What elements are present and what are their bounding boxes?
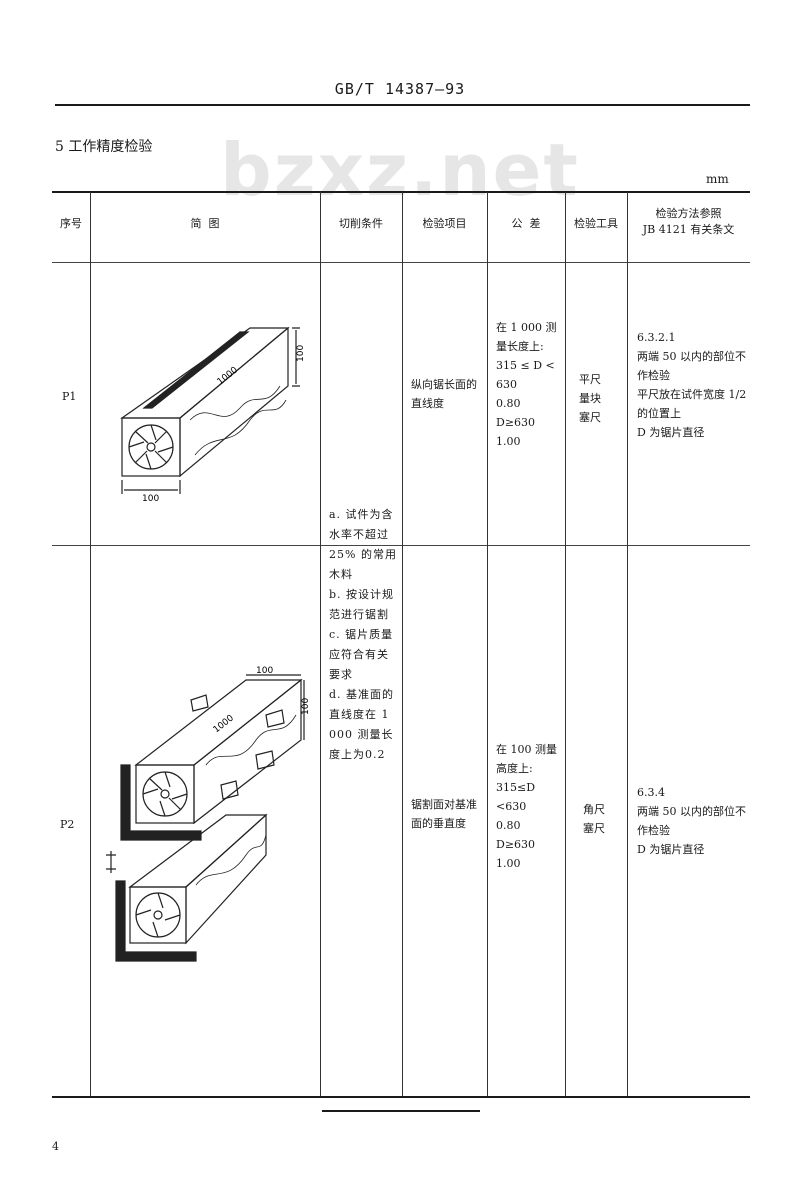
cutting-conditions: a. 试件为含水率不超过 25% 的常用木料 b. 按设计规范进行锯割 c. 锯… — [329, 508, 397, 761]
row-id-p1: P1 — [62, 390, 77, 403]
dim-length-label: 1000 — [212, 713, 236, 735]
standard-code: GB/T 14387—93 — [334, 80, 466, 98]
row-id-p2: P2 — [60, 818, 75, 831]
tolerance-p1: 在 1 000 测量长度上: 315 ≤ D < 630 0.80 D≥630 … — [496, 321, 557, 448]
col-header-check-item: 检验项目 — [422, 217, 467, 230]
diagram-p1: 100 1000 100 — [120, 326, 306, 504]
col-header-diagram: 简 图 — [190, 217, 220, 230]
page-number: 4 — [52, 1140, 59, 1153]
tolerance-p2: 在 100 测量高度上: 315≤D <630 0.80 D≥630 1.00 — [496, 743, 557, 870]
tools-p2: 角尺 塞尺 — [583, 803, 605, 835]
tools-p1: 平尺 量块 塞尺 — [579, 373, 601, 424]
dim-height-label: 100 — [296, 345, 306, 362]
col-divider — [320, 192, 321, 1096]
col-divider — [627, 192, 628, 1096]
footer-rule — [322, 1110, 480, 1112]
dim-length-label: 1000 — [216, 365, 240, 387]
check-item-p1: 纵向锯长面的直线度 — [411, 378, 477, 410]
col-divider — [565, 192, 566, 1096]
col-header-tolerance: 公 差 — [511, 217, 541, 230]
unit-label: mm — [706, 172, 729, 186]
method-p1: 6.3.2.1 两端 50 以内的部位不作检验 平尺放在试件宽度 1/2 的位置… — [637, 331, 747, 439]
diagram-p2: 100 100 1000 — [106, 666, 311, 962]
col-divider — [487, 192, 488, 1096]
table-bottom-rule — [52, 1096, 750, 1098]
col-header-index: 序号 — [60, 217, 82, 230]
col-divider — [90, 192, 91, 1096]
col-header-method: 检验方法参照 JB 4121 有关条文 — [642, 207, 735, 236]
section-title: 5 工作精度检验 — [55, 139, 153, 155]
table-top-rule — [52, 191, 750, 193]
header-rule — [55, 104, 750, 106]
watermark: bzxz.net — [220, 128, 580, 212]
col-header-cutting-conditions: 切削条件 — [339, 217, 383, 230]
dim-top-label: 100 — [256, 666, 273, 676]
table-row-rule — [52, 545, 750, 546]
method-p2: 6.3.4 两端 50 以内的部位不作检验 D 为锯片直径 — [637, 786, 746, 856]
dim-side-label: 100 — [301, 698, 311, 715]
table-header-rule — [52, 262, 750, 263]
col-divider — [402, 192, 403, 1096]
col-header-tools: 检验工具 — [574, 217, 618, 230]
dim-width-label: 100 — [142, 494, 159, 504]
check-item-p2: 锯割面对基准面的垂直度 — [411, 798, 477, 830]
